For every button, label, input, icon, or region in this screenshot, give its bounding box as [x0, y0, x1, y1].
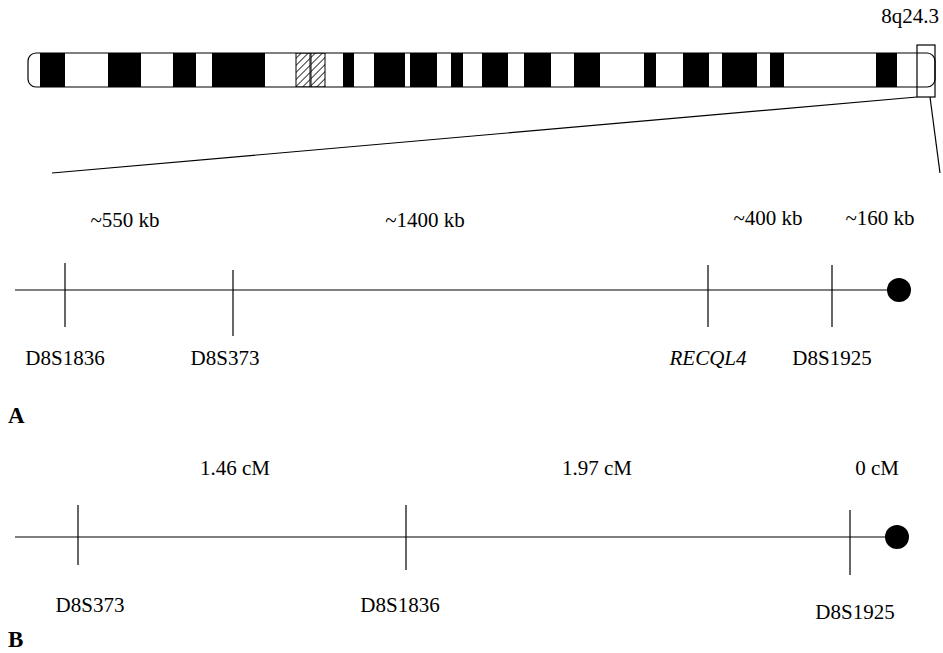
distance-label: ~400 kb: [733, 208, 802, 229]
chromosome-band: [524, 53, 551, 87]
chromosome-band: [683, 53, 709, 87]
panel-letter: A: [8, 404, 25, 427]
marker-label: D8S373: [56, 595, 125, 616]
telomere-dot: [887, 278, 911, 302]
gene-label: RECQL4: [669, 348, 746, 369]
distance-label: ~1400 kb: [385, 210, 465, 231]
chromosome-band: [40, 53, 65, 87]
zoom-line: [930, 97, 940, 173]
marker-label: D8S1925: [792, 348, 871, 369]
chromosome-band: [770, 53, 784, 87]
marker-label: D8S1836: [360, 595, 439, 616]
chromosome-band: [722, 53, 757, 87]
distance-label: ~550 kb: [90, 210, 159, 231]
marker-label: D8S1925: [815, 602, 894, 623]
chromosome-band: [374, 53, 405, 87]
chromosome-band: [876, 53, 897, 87]
chromosome-band: [451, 53, 463, 87]
panel-letter: B: [8, 628, 23, 651]
zoom-box: [917, 45, 935, 97]
chromosome-band: [212, 53, 265, 87]
chromosome-band: [574, 53, 600, 87]
chromosome-band: [482, 53, 508, 87]
chromosome-band: [644, 53, 656, 87]
distance-label: ~160 kb: [845, 208, 914, 229]
distance-label: 1.46 cM: [200, 458, 270, 479]
band-label: 8q24.3: [881, 6, 939, 27]
chromosome-band: [410, 53, 437, 87]
distance-label: 0 cM: [855, 458, 899, 479]
ideogram-bands: [28, 53, 935, 87]
marker-label: D8S373: [191, 348, 260, 369]
chromosome-band: [108, 53, 141, 87]
chromosome-band: [173, 53, 196, 87]
zoom-line: [52, 97, 917, 173]
marker-label: D8S1836: [25, 348, 104, 369]
physical-map: [15, 263, 900, 336]
telomere-dot: [885, 525, 909, 549]
chromosome-band: [343, 53, 354, 87]
distance-label: 1.97 cM: [562, 458, 632, 479]
genetic-map: [15, 505, 895, 575]
